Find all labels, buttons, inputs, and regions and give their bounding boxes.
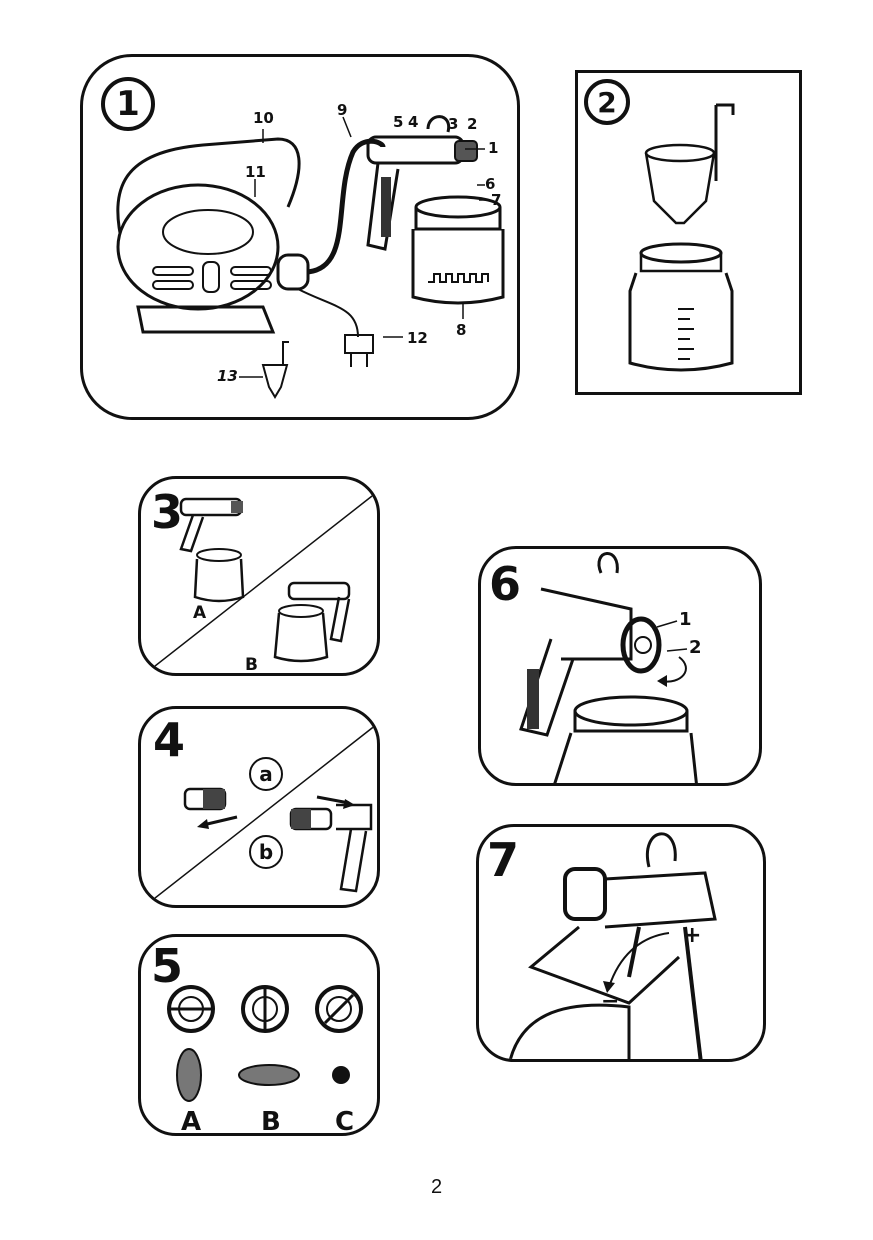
figure-2-number: 2 [584,79,630,125]
spray-pattern-vertical-icon [177,1049,201,1101]
fig1-callout-8: 8 [456,321,467,339]
figure-4-number: 4 [153,713,186,767]
fig3-label-a: A [193,603,207,623]
spray-pattern-round-icon [332,1066,350,1084]
figure-3-number: 3 [151,485,184,539]
fig4-label-a: a [249,757,283,791]
fig1-callout-4: 4 [408,113,419,131]
hose-connector-icon [291,805,371,891]
paint-container-icon [630,244,732,370]
nozzle-cap-c-icon [317,987,361,1031]
fig7-minus-sign: − [601,989,620,1014]
power-plug-icon [345,335,373,367]
fig1-callout-12: 12 [407,329,428,347]
fig1-callout-6: 6 [485,175,496,193]
fig5-label-a: A [181,1107,202,1136]
hose-connector-icon [185,789,225,809]
figure-7-number: 7 [487,833,520,887]
fig5-label-b: B [261,1107,281,1136]
figure-7-illustration [479,827,766,1062]
fig6-callout-2: 2 [689,637,702,658]
fig5-label-c: C [335,1107,355,1136]
figure-7-panel: 7 + − [476,824,766,1062]
figure-4-illustration [141,709,380,908]
fig6-callout-1: 1 [679,609,692,630]
rotate-arrow-icon [657,657,686,687]
figure-5-illustration [141,937,380,1136]
page-number: 2 [430,1176,443,1198]
paint-container-icon [553,697,697,786]
fig7-plus-sign: + [683,923,702,948]
figure-5-number: 5 [151,939,184,993]
fig1-callout-7: 7 [491,191,502,209]
arrow-right-icon [317,797,355,809]
figure-4-panel: 4 a b [138,706,380,908]
figure-1-number: 1 [101,77,155,131]
spray-gun-icon [368,117,477,249]
spray-gun-closeup-icon [521,553,659,735]
figure-2-panel: 2 [575,70,802,395]
figure-6-panel: 6 1 2 [478,546,762,786]
viscosity-cup-icon [263,342,289,397]
air-hose-icon [308,141,383,272]
compressor-unit-icon [118,185,308,332]
spray-gun-inverted-icon [275,583,349,661]
figure-3-illustration [141,479,380,676]
paint-container-icon [413,197,503,303]
fig1-callout-1: 1 [488,139,499,157]
fig1-callout-10: 10 [253,109,274,127]
fig1-callout-3: 3 [448,115,459,133]
figure-6-illustration [481,549,762,786]
figure-1-panel: 1 [80,54,520,420]
fig1-callout-11: 11 [245,163,266,181]
figure-3-panel: 3 A B [138,476,380,676]
spray-pattern-horizontal-icon [239,1065,299,1085]
figure-6-number: 6 [489,557,522,611]
spray-gun-closeup-icon [531,834,715,1062]
spray-gun-upright-icon [181,499,243,601]
fig1-callout-2: 2 [467,115,478,133]
nozzle-cap-b-icon [243,987,287,1031]
fig1-callout-5: 5 [393,113,404,131]
nozzle-cap-a-icon [169,987,213,1031]
container-neck-icon [509,1005,629,1062]
figure-2-illustration [578,73,802,395]
fig3-label-b: B [245,655,258,675]
figure-1-illustration [83,57,520,420]
adjust-arrow-icon [603,933,669,993]
fig1-callout-13: 13 [217,367,238,385]
viscosity-cup-icon [646,105,733,223]
fig1-callout-9: 9 [337,101,348,119]
figure-5-panel: 5 A B C [138,934,380,1136]
fig4-label-b: b [249,835,283,869]
arrow-left-icon [197,817,237,829]
carry-strap-icon [118,139,299,247]
